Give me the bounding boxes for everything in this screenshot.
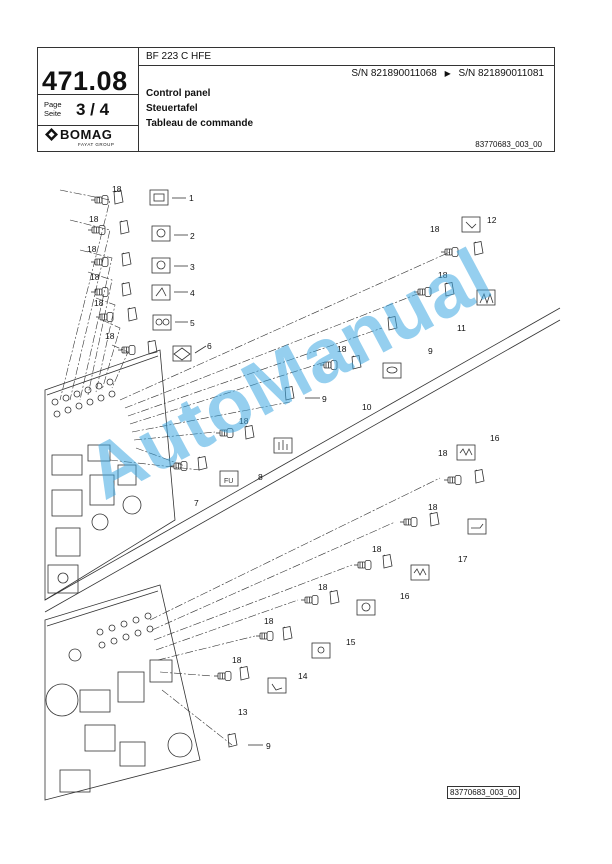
- page-label-en: Page: [44, 100, 62, 109]
- brand-name: BOMAG: [60, 127, 113, 142]
- svg-text:18: 18: [239, 416, 249, 426]
- divider: [138, 65, 554, 66]
- callout-5: 5: [190, 318, 195, 328]
- svg-text:16: 16: [400, 591, 410, 601]
- upper-control-panel: [44, 349, 176, 601]
- switch-group-upper-right: [284, 216, 496, 401]
- callout-4: 4: [190, 288, 195, 298]
- callout-13: 13: [238, 707, 248, 717]
- brand-subtitle: FAYAT GROUP: [78, 142, 115, 147]
- callout-9: 9: [428, 346, 433, 356]
- switch-group-upper-left: [87, 189, 207, 362]
- figure-ref: 83770683_003_00: [447, 786, 520, 799]
- callout-17: 17: [458, 554, 468, 564]
- callout-11: 11: [457, 323, 466, 333]
- svg-text:FU: FU: [224, 478, 233, 485]
- callout-18: 18: [112, 184, 122, 194]
- callout-10: 10: [362, 402, 372, 412]
- callout-14: 14: [298, 671, 308, 681]
- svg-text:18: 18: [90, 272, 100, 282]
- switch-group-middle: FU: [169, 425, 293, 487]
- page-label-de: Seite: [44, 109, 62, 118]
- lower-control-panel: [44, 584, 201, 801]
- svg-text:18: 18: [89, 214, 99, 224]
- bomag-logo-icon: [45, 128, 58, 141]
- title-de: Steuertafel: [146, 103, 198, 114]
- svg-text:18: 18: [438, 448, 448, 458]
- divider: [38, 125, 138, 126]
- serial-to: S/N 821890011081: [458, 68, 544, 79]
- exploded-view-diagram: FU 18 1 18 2 18 3 18 4 18 5 18 6 18 12 1…: [44, 184, 561, 801]
- svg-text:18: 18: [264, 616, 274, 626]
- doc-number: 471.08: [42, 66, 128, 96]
- svg-text:18: 18: [372, 544, 382, 554]
- serial-range: S/N 821890011068 ▶ S/N 821890011081: [351, 68, 544, 79]
- drawing-ref: 83770683_003_00: [475, 140, 542, 149]
- svg-text:9: 9: [266, 741, 271, 751]
- callout-2: 2: [190, 231, 195, 241]
- svg-text:18: 18: [430, 224, 440, 234]
- title-en: Control panel: [146, 88, 211, 99]
- callout-8: 8: [258, 472, 263, 482]
- svg-text:18: 18: [87, 244, 97, 254]
- callout-12: 12: [487, 215, 497, 225]
- title-fr: Tableau de commande: [146, 118, 254, 129]
- serial-from: S/N 821890011068: [351, 68, 437, 79]
- callout-3: 3: [190, 262, 195, 272]
- model-name: BF 223 C HFE: [146, 51, 212, 62]
- callout-15: 15: [346, 637, 356, 647]
- callout-labels: 18 1 18 2 18 3 18 4 18 5 18 6 18 12 18 1…: [87, 184, 500, 751]
- callout-6: 6: [207, 341, 212, 351]
- svg-text:18: 18: [105, 331, 115, 341]
- page-number: 3 / 4: [76, 100, 110, 119]
- svg-text:9: 9: [322, 394, 327, 404]
- header-block: BF 223 C HFE S/N 821890011068 ▶ S/N 8218…: [37, 47, 555, 152]
- callout-7: 7: [194, 498, 199, 508]
- divider: [138, 48, 139, 151]
- divider: [38, 94, 138, 95]
- callout-1: 1: [189, 193, 194, 203]
- switch-group-lower: [213, 444, 487, 748]
- page-label: Page Seite: [44, 100, 62, 118]
- svg-text:18: 18: [428, 502, 438, 512]
- svg-text:18: 18: [232, 655, 242, 665]
- svg-text:18: 18: [94, 298, 104, 308]
- arrow-right-icon: ▶: [444, 69, 451, 78]
- svg-text:18: 18: [318, 582, 328, 592]
- svg-text:18: 18: [438, 270, 448, 280]
- svg-text:18: 18: [337, 344, 347, 354]
- callout-16: 16: [490, 433, 500, 443]
